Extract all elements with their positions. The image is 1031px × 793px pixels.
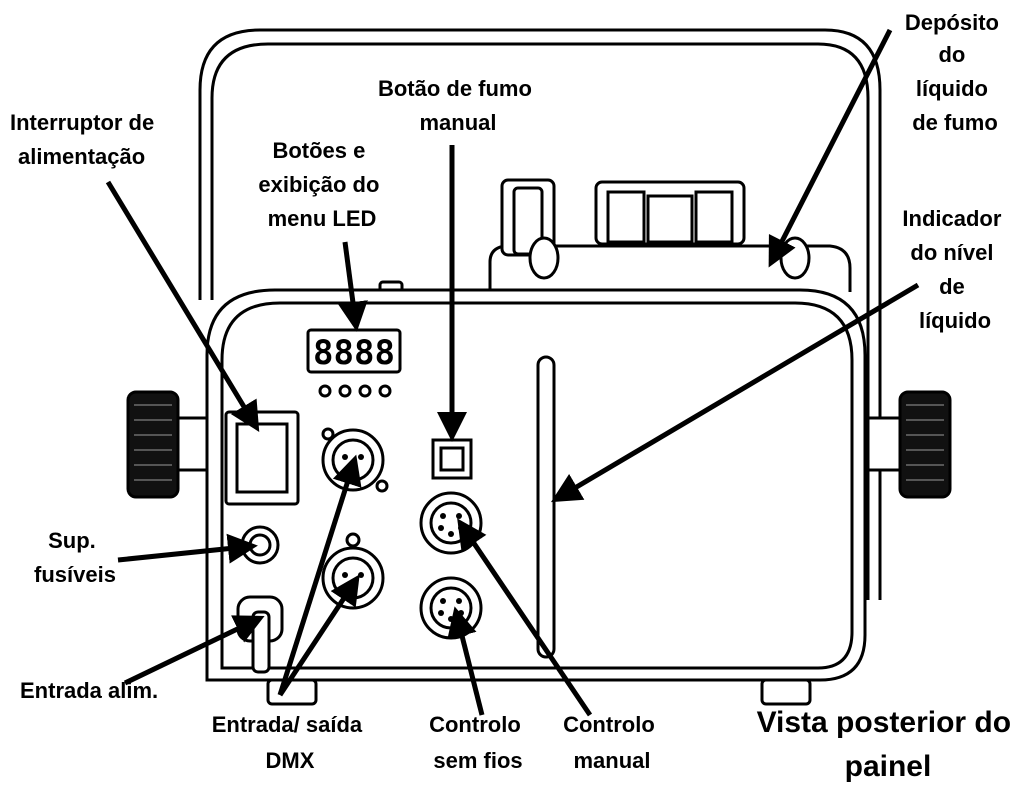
wireless-control-connector bbox=[419, 576, 483, 640]
callout-arrows bbox=[105, 28, 920, 717]
led-display: 8888 bbox=[306, 328, 402, 374]
right-knob bbox=[866, 390, 952, 499]
left-foot bbox=[266, 678, 318, 706]
menu-buttons bbox=[318, 384, 392, 398]
power-switch bbox=[224, 410, 300, 506]
label-fluid-deposit: Depósito do líquido de fumo bbox=[905, 10, 1005, 135]
label-dmx: Entrada/ saída DMX bbox=[212, 712, 369, 773]
manual-smoke-button bbox=[431, 438, 473, 480]
fluid-level-window bbox=[536, 355, 556, 659]
label-manual-smoke-button: Botão de fumo manual bbox=[378, 76, 538, 135]
label-fuse: Sup. fusíveis bbox=[34, 528, 116, 587]
label-manual-control: Controlo manual bbox=[563, 712, 661, 773]
label-wireless-control: Controlo sem fios bbox=[429, 712, 527, 773]
diagram-title: Vista posterior do painel bbox=[757, 706, 1020, 783]
left-knob bbox=[126, 390, 212, 499]
label-power-switch: Interruptor de alimentação bbox=[10, 110, 160, 169]
label-power-input: Entrada alim. bbox=[20, 678, 158, 703]
label-led-menu: Botões e exibição do menu LED bbox=[258, 138, 385, 231]
led-digits: 8888 bbox=[313, 333, 395, 373]
right-foot bbox=[760, 678, 812, 706]
label-fluid-level: Indicador do nível de líquido bbox=[902, 206, 1007, 333]
fuse-holder bbox=[240, 525, 280, 565]
